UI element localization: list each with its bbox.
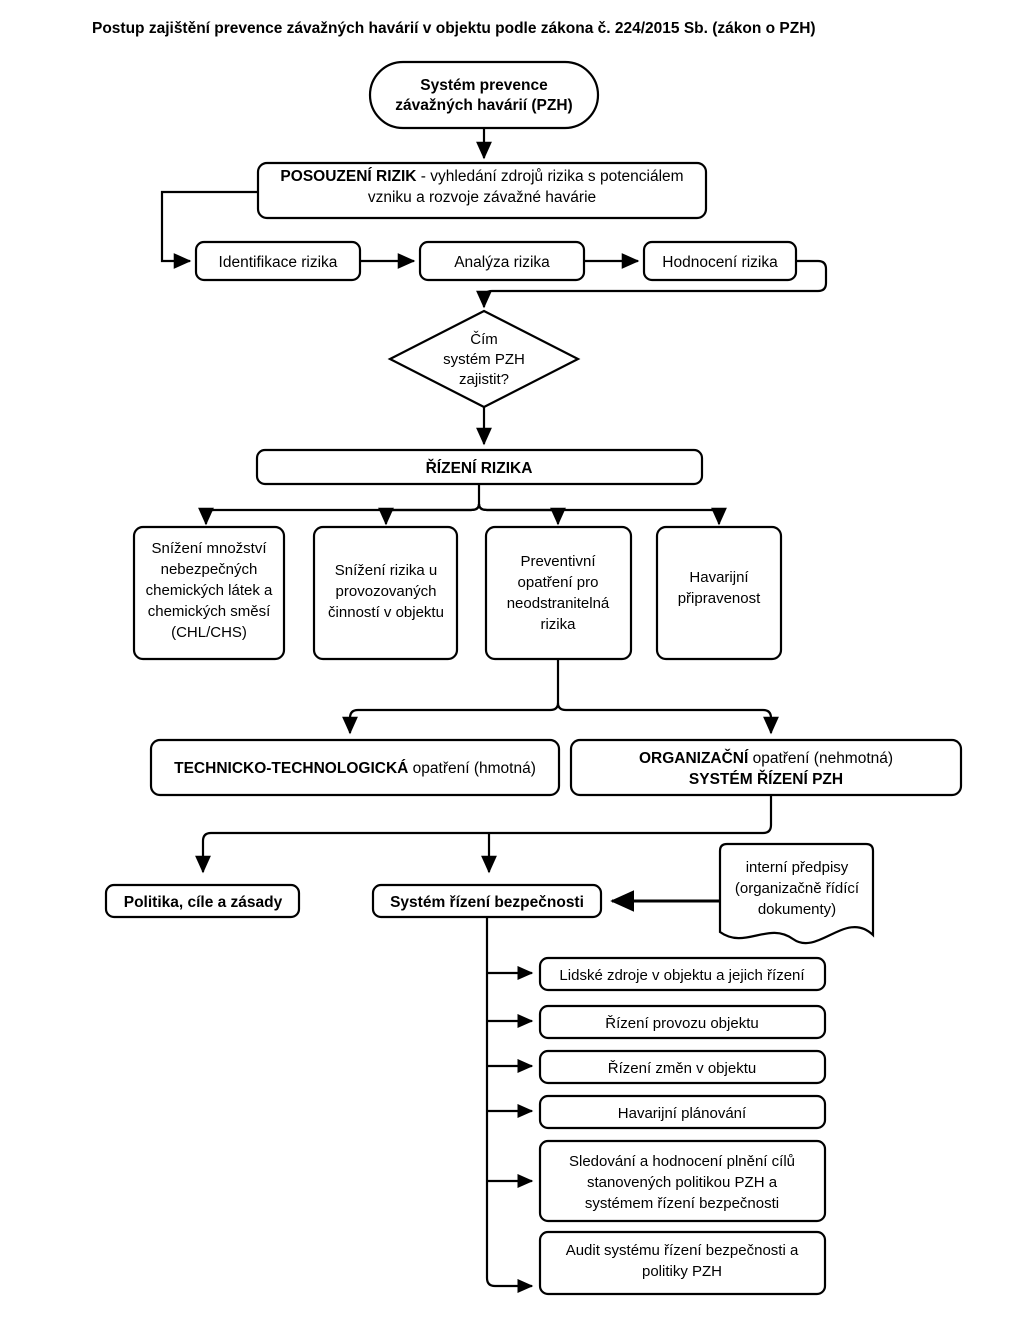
measure-3-line-0: Havarijní: [689, 569, 749, 586]
organizational-line1: ORGANIZAČNÍ opatření (nehmotná): [639, 749, 893, 767]
safety-item-box-5: [538, 1230, 827, 1296]
measure-0-line-3: chemických směsí: [148, 603, 271, 620]
safety-item-0-line-0: Lidské zdroje v objektu a jejich řízení: [559, 967, 805, 984]
measure-box-1: [312, 525, 459, 661]
policy-box-shape: [104, 883, 301, 919]
technical-bold: TECHNICKO-TECHNOLOGICKÁ: [174, 760, 408, 777]
measure-1-line-1: provozovaných: [336, 583, 437, 600]
assessment-line1: POSOUZENÍ RIZIK - vyhledání zdrojů rizik…: [280, 168, 683, 185]
start-terminator-line1: Systém prevence: [420, 77, 548, 94]
organizational-rest: opatření (nehmotná): [748, 750, 893, 767]
safety-item-2-line-0: Řízení změn v objektu: [608, 1060, 756, 1077]
policy-label: Politika, cíle a zásady: [124, 894, 283, 911]
start-terminator-shape: [368, 60, 600, 130]
connector-management-to-measure-2: [477, 503, 566, 526]
technical-label: TECHNICKO-TECHNOLOGICKÁ opatření (hmotná…: [174, 760, 536, 777]
safety-item-1-line-0: Řízení provozu objektu: [605, 1015, 758, 1032]
connector-management-to-measure-3: [477, 503, 727, 526]
assessment-rest: - vyhledání zdrojů rizika s potenciálem: [417, 168, 684, 185]
measure-2-line-1: opatření pro: [518, 574, 599, 591]
measure-3-line-1: připravenost: [678, 590, 761, 607]
connector-spine-to-item-5: [485, 917, 534, 1294]
connector-to-organizational: [556, 702, 779, 735]
safety-item-5-line-1: politiky PZH: [642, 1263, 722, 1280]
safety-system-label: Systém řízení bezpečnosti: [390, 894, 584, 911]
safety-item-5-line-0: Audit systému řízení bezpečnosti a: [566, 1242, 799, 1259]
connector-assessment-to-identifikace: [160, 190, 258, 269]
page-title: Postup zajištění prevence závažných havá…: [92, 20, 816, 37]
measure-box-3: [655, 525, 783, 661]
internal-docs-shape: [718, 842, 875, 945]
safety-item-4-line-1: stanovených politikou PZH a: [587, 1174, 778, 1191]
measure-2-line-2: neodstranitelná: [507, 595, 610, 612]
internal-docs-line3: dokumenty): [758, 901, 836, 918]
decision-line1: Čím: [470, 331, 498, 348]
decision-line2: systém PZH: [443, 351, 525, 368]
safety-item-4-line-2: systémem řízení bezpečnosti: [585, 1195, 779, 1212]
technical-rest: opatření (hmotná): [408, 760, 536, 777]
start-terminator-line2: závažných havárií (PZH): [395, 97, 572, 114]
measure-2-line-0: Preventivní: [520, 553, 596, 570]
risk-step-label-2: Hodnocení rizika: [662, 254, 778, 271]
measure-0-line-4: (CHL/CHS): [171, 624, 247, 641]
measure-box-0: [132, 525, 286, 661]
assessment-line2: vzniku a rozvoje závažné havárie: [368, 189, 596, 206]
organizational-bold: ORGANIZAČNÍ: [639, 749, 749, 767]
risk-step-label-0: Identifikace rizika: [219, 254, 338, 271]
technical-box-shape: [149, 738, 561, 797]
assessment-bold: POSOUZENÍ RIZIK: [280, 168, 417, 185]
organizational-line2: SYSTÉM ŘÍZENÍ PZH: [689, 770, 843, 788]
safety-item-box-1: [538, 1004, 827, 1040]
connector-to-technical: [342, 702, 560, 735]
measure-0-line-1: nebezpečných: [161, 561, 258, 578]
measure-box-2: [484, 525, 633, 661]
measure-1-line-0: Snížení rizika u: [335, 562, 438, 579]
connector-management-to-measure-0: [198, 503, 481, 526]
safety-item-box-3: [538, 1094, 827, 1130]
safety-item-3-line-0: Havarijní plánování: [618, 1105, 747, 1122]
measure-2-line-3: rizika: [540, 616, 576, 633]
internal-docs-line1: interní předpisy: [746, 859, 849, 876]
organizational-box-shape: [569, 738, 963, 797]
decision-line3: zajistit?: [459, 371, 509, 388]
measure-0-line-0: Snížení množství: [151, 540, 267, 557]
connector-organizational-to-policy: [195, 795, 773, 874]
risk-management-label: ŘÍZENÍ RIZIKA: [426, 459, 533, 477]
connector-step2-to-decision: [476, 259, 828, 309]
risk-step-label-1: Analýza rizika: [454, 254, 550, 271]
measure-1-line-2: činností v objektu: [328, 604, 444, 621]
safety-item-box-0: [538, 956, 827, 992]
measure-0-line-2: chemických látek a: [146, 582, 273, 599]
safety-item-box-4: [538, 1139, 827, 1223]
assessment-box-shape: [256, 161, 708, 220]
safety-item-4-line-0: Sledování a hodnocení plnění cílů: [569, 1153, 795, 1170]
safety-item-box-2: [538, 1049, 827, 1085]
connector-management-to-measure-1: [378, 503, 481, 526]
internal-docs-line2: (organizačně řídící: [735, 880, 860, 897]
